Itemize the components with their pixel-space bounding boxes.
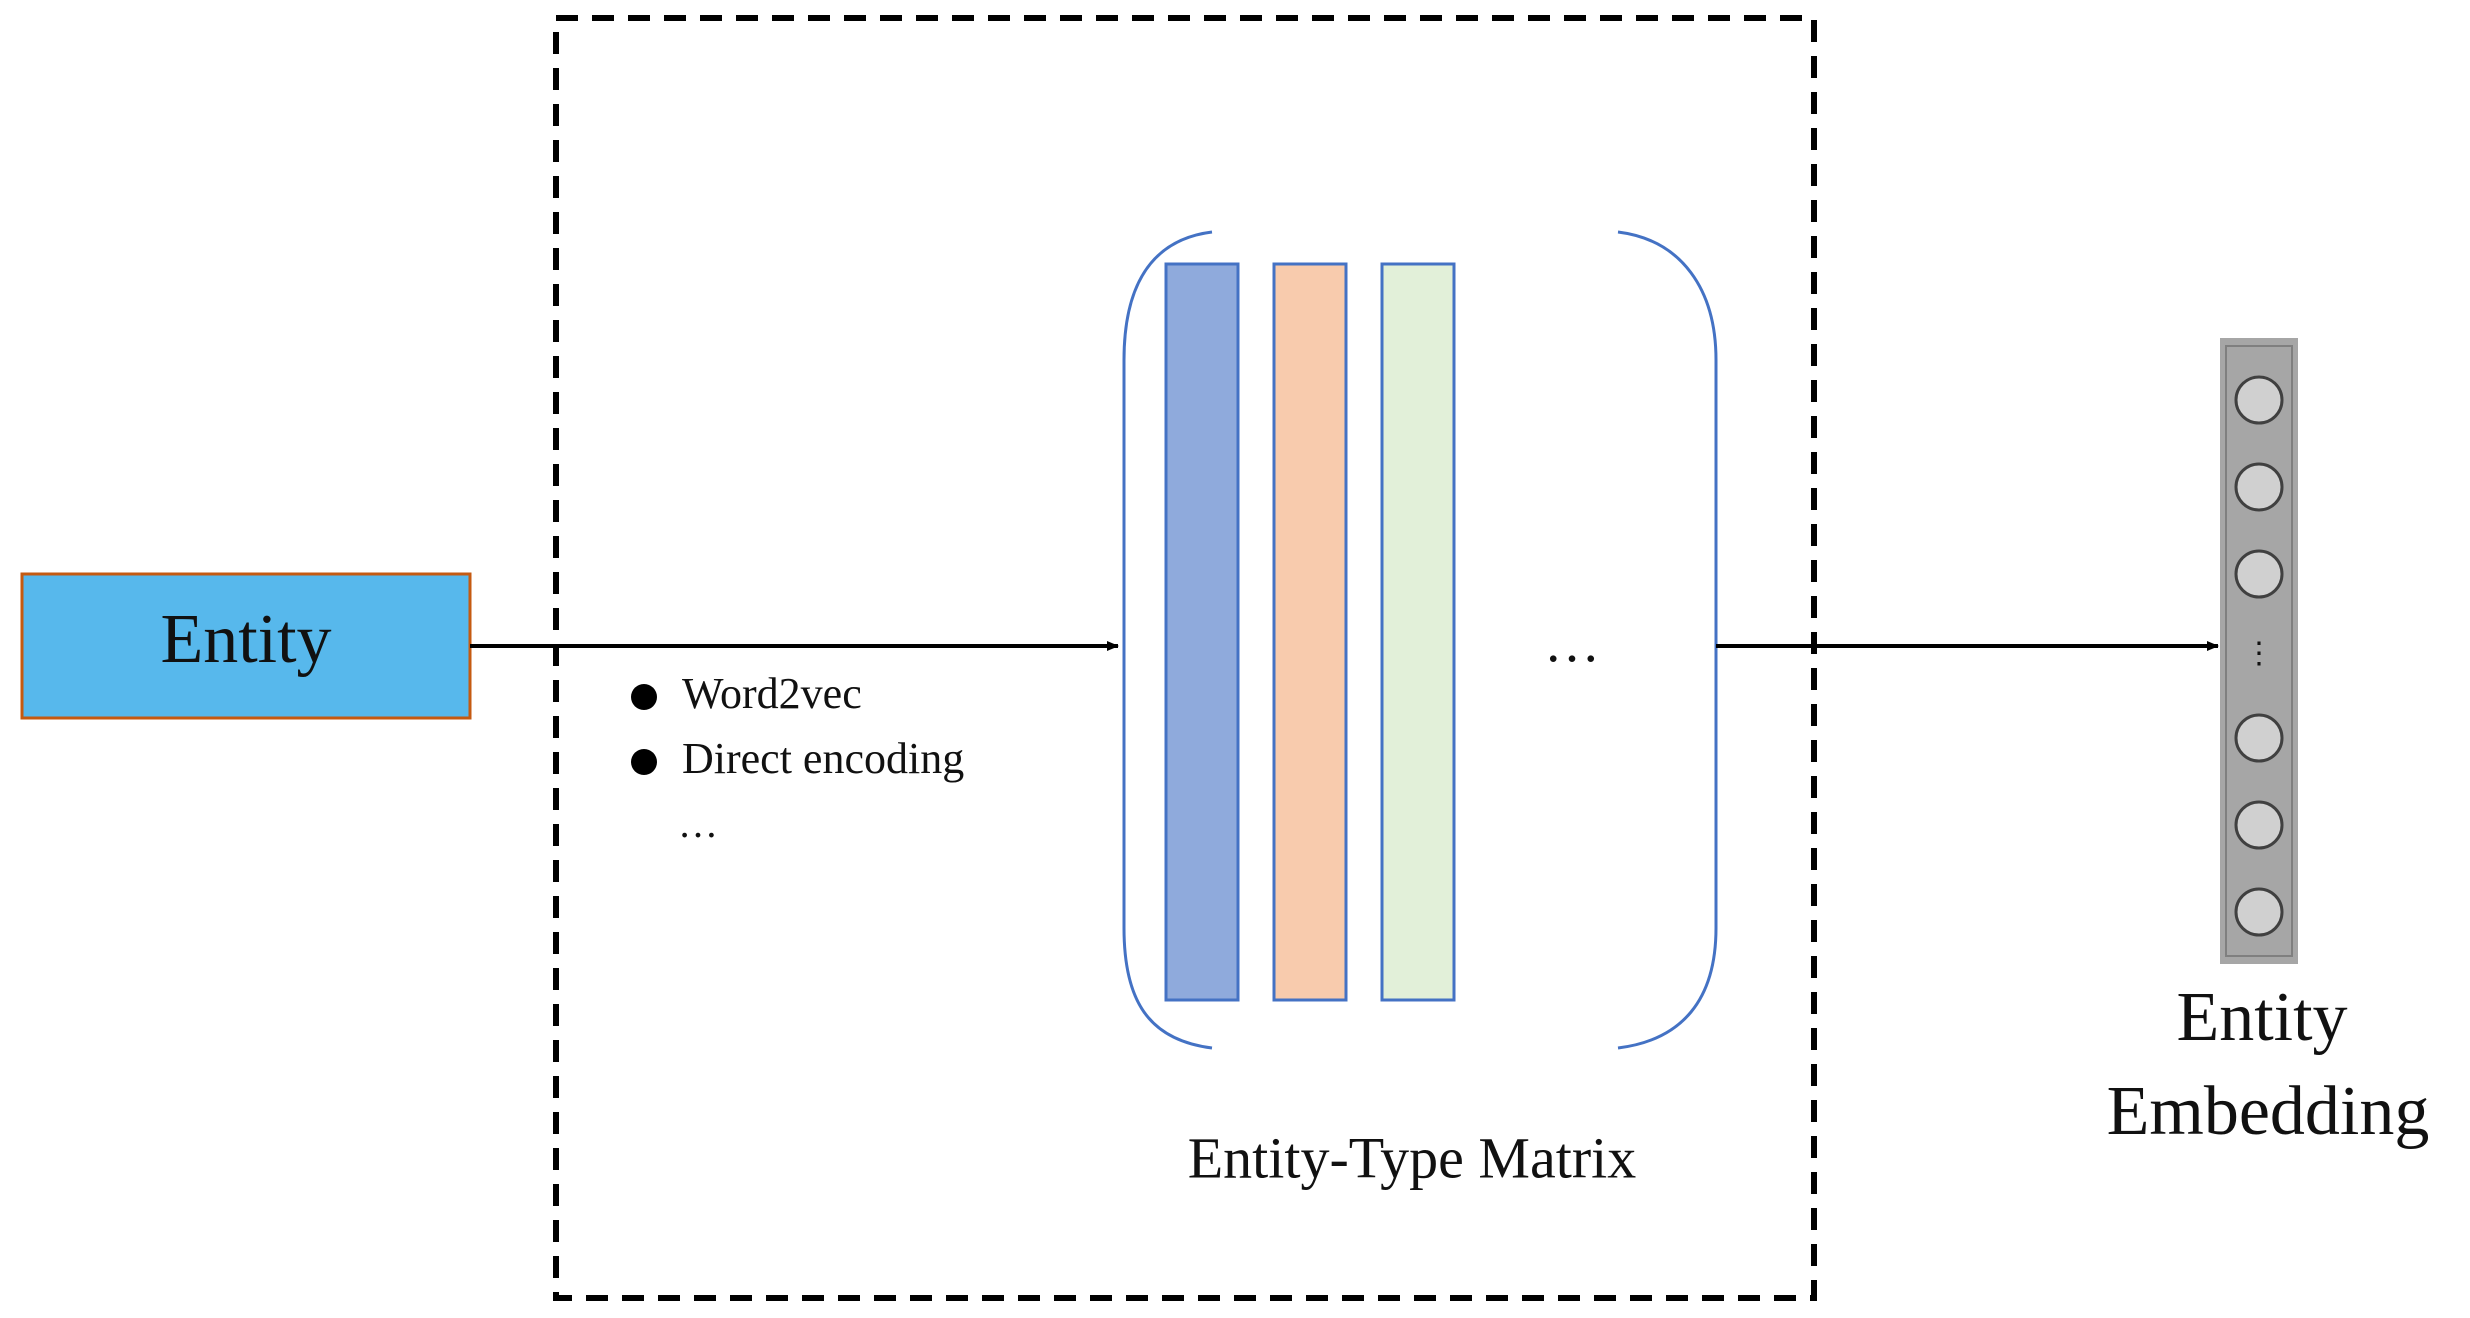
matrix-left-bracket: [1122, 230, 1213, 1050]
entity-node: Entity: [20, 572, 472, 720]
embedding-label-line2: Embedding: [2107, 1073, 2430, 1150]
matrix-caption: Entity-Type Matrix: [1188, 1125, 1637, 1190]
matrix-column-blue: [1164, 262, 1240, 1002]
matrix-column-orange: [1272, 262, 1348, 1002]
entity-label: Entity: [160, 601, 331, 678]
embedding-node: [2234, 713, 2284, 763]
encoding-method-direct-encoding: Direct encoding: [682, 734, 964, 783]
entity-type-matrix: … Entity-Type Matrix: [1122, 230, 1718, 1190]
matrix-column-green: [1380, 262, 1456, 1002]
bullet-icon: [631, 749, 657, 775]
encoding-methods-ellipsis: …: [678, 801, 718, 846]
embedding-node: [2234, 887, 2284, 937]
embedding-vector-inner: [2225, 345, 2293, 957]
matrix-right-bracket: [1617, 230, 1718, 1050]
entity-embedding-vector: ⋮ Entity Embedding: [2107, 338, 2430, 1150]
matrix-columns-ellipsis: …: [1544, 612, 1600, 674]
entity-box: [20, 572, 472, 720]
encoding-method-word2vec: Word2vec: [682, 669, 862, 718]
embedding-node: [2234, 800, 2284, 850]
embedding-separator: ⋮: [2244, 637, 2274, 670]
embedding-label-line1: Entity: [2176, 979, 2347, 1056]
encoding-methods-list: Word2vec Direct encoding …: [631, 669, 964, 846]
processing-region-dashed-border: [553, 15, 1817, 1301]
embedding-node: [2234, 462, 2284, 512]
embedding-node: [2234, 375, 2284, 425]
embedding-node: [2234, 549, 2284, 599]
bullet-icon: [631, 684, 657, 710]
